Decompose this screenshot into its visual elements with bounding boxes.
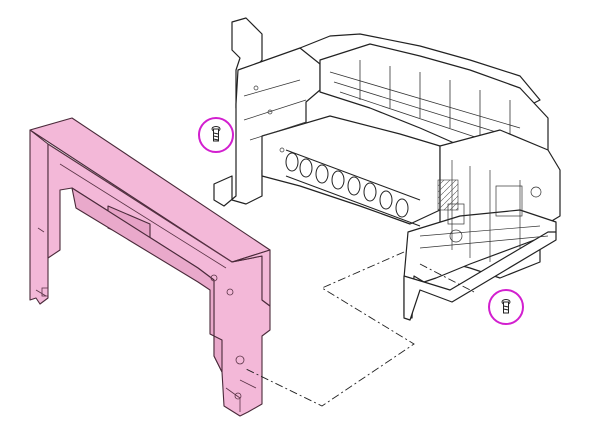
front-cover <box>29 117 271 417</box>
screw-right <box>488 289 524 325</box>
screw-left <box>198 117 234 153</box>
paper-guide-hatch <box>437 179 459 211</box>
printer-chassis <box>213 17 561 321</box>
transfer-rollers <box>285 149 421 227</box>
exploded-view-guide-lines <box>243 251 475 407</box>
front-cover-details <box>35 143 257 412</box>
screw-left-icon <box>211 126 221 142</box>
screw-right-icon <box>501 299 511 314</box>
callout-circle-left <box>198 117 234 153</box>
callout-circle-right <box>488 289 524 325</box>
